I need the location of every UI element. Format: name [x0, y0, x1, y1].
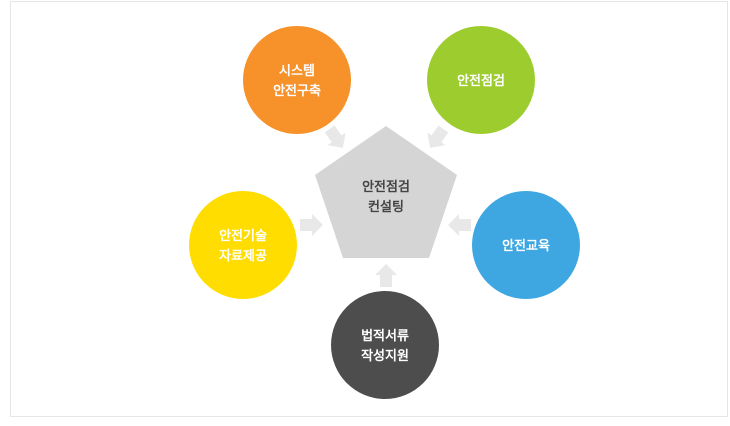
center-pentagon: [315, 126, 457, 258]
node-label-line: 안전기술: [219, 228, 267, 244]
center-label-line-2: 컨설팅: [368, 199, 404, 215]
node-safety-education: 안전교육: [472, 191, 580, 299]
node-label-line: 안전교육: [502, 238, 550, 254]
node-label-line: 안전점검: [457, 73, 505, 89]
arrow-icon: [427, 125, 449, 148]
node-system-safety: 시스템 안전구축: [243, 26, 351, 134]
node-label-line: 자료제공: [219, 249, 267, 264]
node-label-line: 시스템: [279, 64, 315, 79]
center-label: 안전점검 컨설팅: [362, 179, 410, 215]
node-circle: [427, 26, 535, 134]
node-circle: [243, 26, 351, 134]
arrow-icon: [375, 264, 397, 287]
node-label-line: 안전구축: [273, 83, 321, 99]
node-label-line: 법적서류: [361, 328, 409, 344]
arrow-icon: [324, 125, 346, 148]
arrow-icon: [300, 214, 323, 236]
arrow-icon: [448, 214, 471, 236]
node-safety-inspection: 안전점검: [427, 26, 535, 134]
center-label-line-1: 안전점검: [362, 179, 410, 195]
node-circle: [189, 191, 297, 299]
node-safety-tech-data: 안전기술 자료제공: [189, 191, 297, 299]
node-legal-documents: 법적서류 작성지원: [331, 291, 439, 399]
node-circle: [331, 291, 439, 399]
node-circle: [472, 191, 580, 299]
node-label-line: 작성지원: [361, 348, 409, 364]
